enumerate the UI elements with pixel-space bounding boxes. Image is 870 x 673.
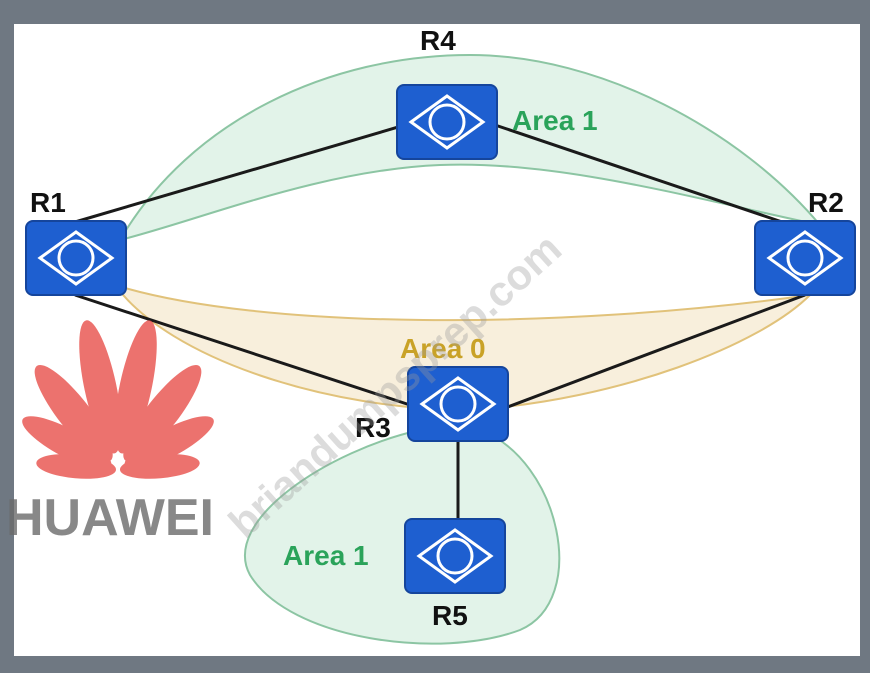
router-label-r5: R5 bbox=[432, 600, 468, 631]
area-label-top: Area 1 bbox=[512, 105, 598, 136]
router-r1[interactable] bbox=[24, 219, 128, 297]
router-r2[interactable] bbox=[753, 219, 857, 297]
router-label-r1: R1 bbox=[30, 187, 66, 218]
router-label-r2: R2 bbox=[808, 187, 844, 218]
link-r1-r4 bbox=[74, 123, 406, 224]
area0-middle-region bbox=[112, 283, 813, 412]
router-label-r3: R3 bbox=[355, 412, 391, 443]
link-r2-r3 bbox=[504, 293, 806, 410]
link-r4-r2 bbox=[494, 123, 801, 230]
area-label-bottom: Area 1 bbox=[283, 540, 369, 571]
link-r1-r3 bbox=[74, 293, 411, 407]
router-r4[interactable] bbox=[395, 83, 499, 161]
router-label-r4: R4 bbox=[420, 25, 456, 56]
huawei-logo: HUAWEI bbox=[6, 320, 214, 547]
area-label-middle: Area 0 bbox=[400, 333, 486, 364]
router-r5[interactable] bbox=[403, 517, 507, 595]
huawei-wordmark: HUAWEI bbox=[6, 489, 214, 547]
